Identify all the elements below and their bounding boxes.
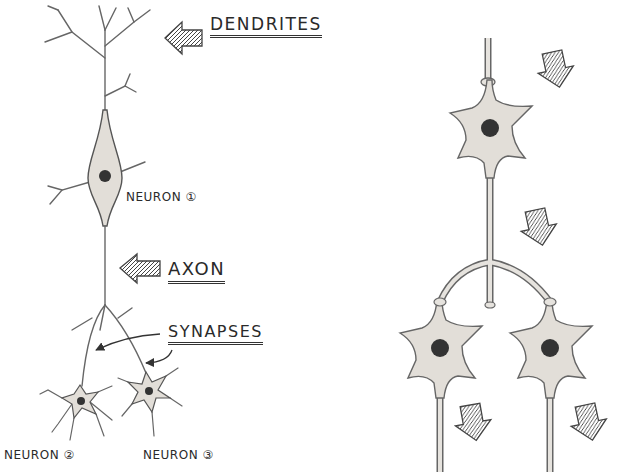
cell-body xyxy=(62,385,98,418)
axon-line xyxy=(440,176,550,305)
axon-line xyxy=(486,38,490,82)
terminal-bulb xyxy=(544,298,556,306)
axon-line xyxy=(485,38,492,82)
flow-arrow xyxy=(534,48,577,91)
nucleus xyxy=(541,339,559,357)
dendrite xyxy=(45,32,72,42)
neuron-label: NEURON ① xyxy=(126,190,197,204)
nucleus xyxy=(99,170,111,182)
dendrite xyxy=(152,412,154,436)
dendrite xyxy=(105,86,136,96)
dendrite xyxy=(104,30,105,112)
dendrite xyxy=(166,368,178,376)
axon xyxy=(72,226,146,386)
dendrite xyxy=(70,418,74,440)
dendrite xyxy=(48,6,58,10)
terminal-bulb xyxy=(485,302,495,308)
neuron-label: NEURON ③ xyxy=(143,448,214,462)
dendrite xyxy=(96,414,104,436)
dendrite xyxy=(118,378,128,382)
part-label: AXON xyxy=(168,258,225,284)
cell-body xyxy=(400,300,482,398)
terminal-bulb xyxy=(434,298,446,306)
cell-body xyxy=(128,372,170,412)
neuron-label: NEURON ② xyxy=(4,448,75,462)
axon-branch xyxy=(82,305,105,386)
small-neuron xyxy=(118,368,182,436)
dendrite xyxy=(170,398,182,406)
dendrite xyxy=(98,386,112,392)
axon-branch xyxy=(118,308,132,318)
dendrite xyxy=(99,6,105,30)
cell-body xyxy=(510,300,592,398)
axon-line xyxy=(104,226,105,305)
cell-body xyxy=(88,110,122,226)
axon-line xyxy=(440,396,550,472)
dendrite xyxy=(122,404,132,416)
leader-line xyxy=(146,350,172,363)
pointer-arrow xyxy=(120,254,160,283)
dendrite xyxy=(125,74,130,86)
axon-branch xyxy=(72,318,92,330)
leader-line xyxy=(96,334,160,350)
axon-line xyxy=(440,396,550,472)
cell-body xyxy=(450,80,532,178)
flow-arrow xyxy=(567,401,610,444)
dendrite xyxy=(120,162,145,172)
axon-tubes xyxy=(440,38,550,472)
axon-line xyxy=(440,176,550,305)
pointer-arrow xyxy=(165,22,202,54)
dendrite xyxy=(52,404,72,432)
flow-arrow xyxy=(517,206,560,249)
flow-arrows xyxy=(452,48,610,444)
nucleus xyxy=(481,119,499,137)
axon-branch xyxy=(100,305,105,330)
nucleus xyxy=(77,397,85,405)
dendrite xyxy=(50,182,90,204)
dendrite xyxy=(105,8,116,30)
nucleus xyxy=(431,339,449,357)
flow-arrow xyxy=(452,402,494,444)
dendrite xyxy=(128,8,134,22)
nucleus xyxy=(145,387,153,395)
dendrite xyxy=(40,390,62,398)
part-label: SYNAPSES xyxy=(168,322,263,345)
part-label: DENDRITES xyxy=(210,14,322,38)
small-neuron xyxy=(40,385,112,440)
dendrite xyxy=(48,186,62,190)
